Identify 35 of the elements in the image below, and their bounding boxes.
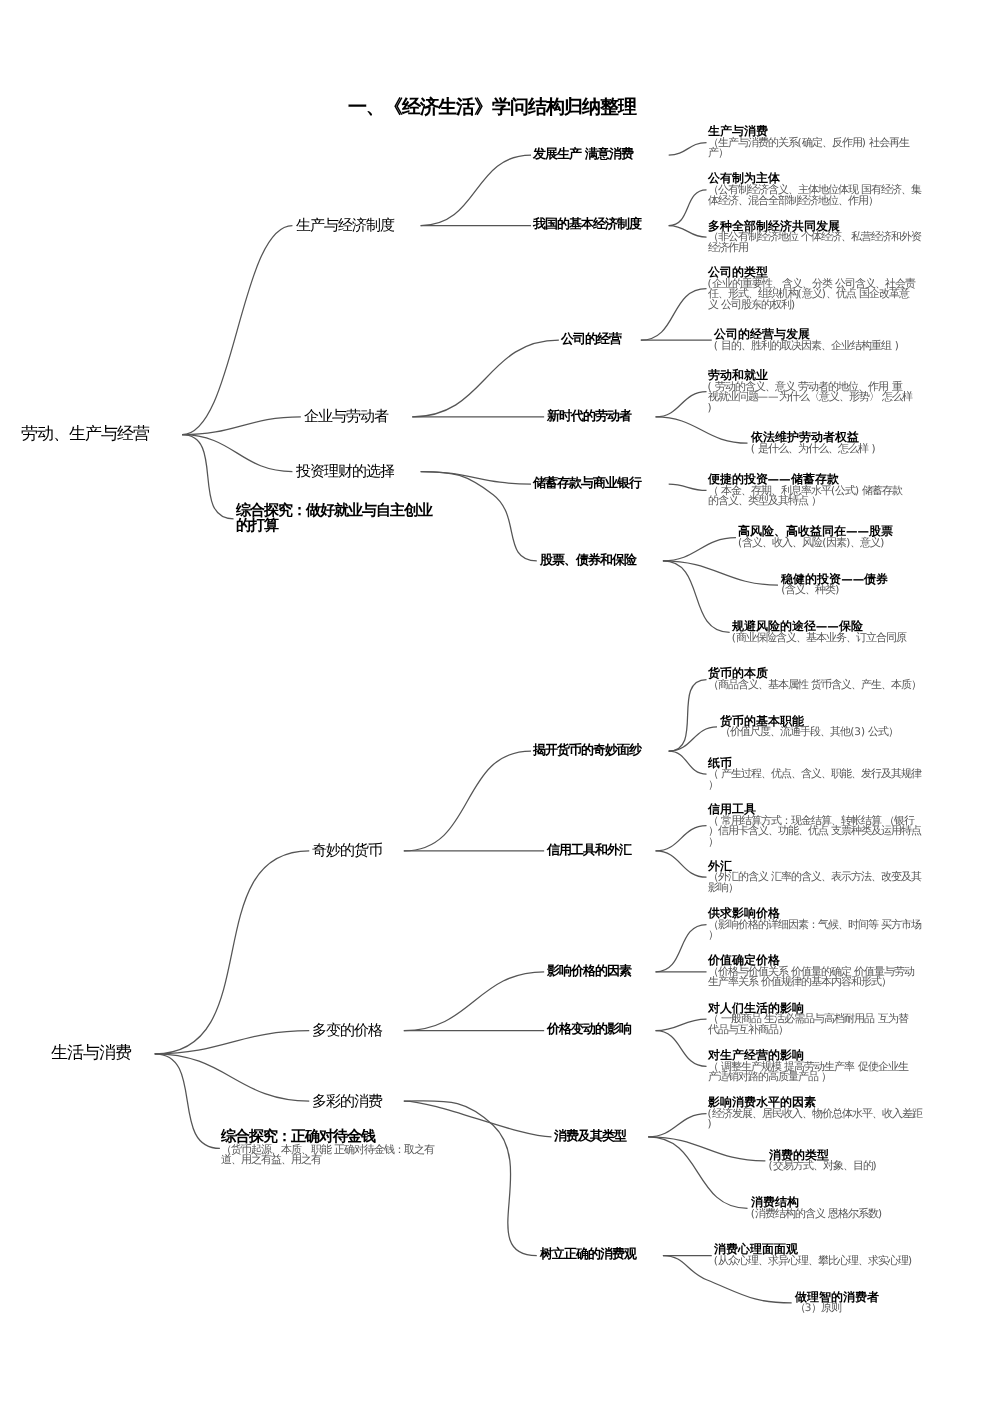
connector xyxy=(420,153,532,226)
connector xyxy=(654,1029,708,1067)
connector xyxy=(403,1029,545,1031)
connector xyxy=(662,559,731,632)
connector xyxy=(662,559,779,585)
connector xyxy=(181,223,294,435)
connector xyxy=(654,970,708,972)
connector xyxy=(181,433,294,472)
connector xyxy=(403,970,545,1031)
connector xyxy=(181,433,235,519)
connector xyxy=(403,1099,538,1256)
connector xyxy=(154,1052,221,1148)
connector xyxy=(668,749,708,774)
connector xyxy=(411,415,545,417)
connector xyxy=(654,824,708,851)
connector xyxy=(647,1135,766,1161)
connector xyxy=(668,188,708,226)
connector xyxy=(640,338,713,340)
node-text: 生活与消费 xyxy=(50,1040,131,1061)
connector xyxy=(668,223,708,237)
connector xyxy=(662,1253,793,1303)
node-text: 劳动、生产与经营 xyxy=(21,421,150,442)
connector xyxy=(668,725,718,751)
connector xyxy=(154,1052,310,1101)
connector xyxy=(647,1135,749,1208)
connector xyxy=(420,469,538,561)
diagram-title: 一、《经济生活》学问结构归纳整理 xyxy=(348,95,637,118)
connector xyxy=(654,922,708,972)
connector xyxy=(403,849,545,851)
connector xyxy=(668,140,708,155)
connector xyxy=(654,415,749,443)
connector xyxy=(654,849,708,877)
connector xyxy=(668,482,708,491)
connector xyxy=(420,223,532,226)
connector xyxy=(411,338,560,417)
